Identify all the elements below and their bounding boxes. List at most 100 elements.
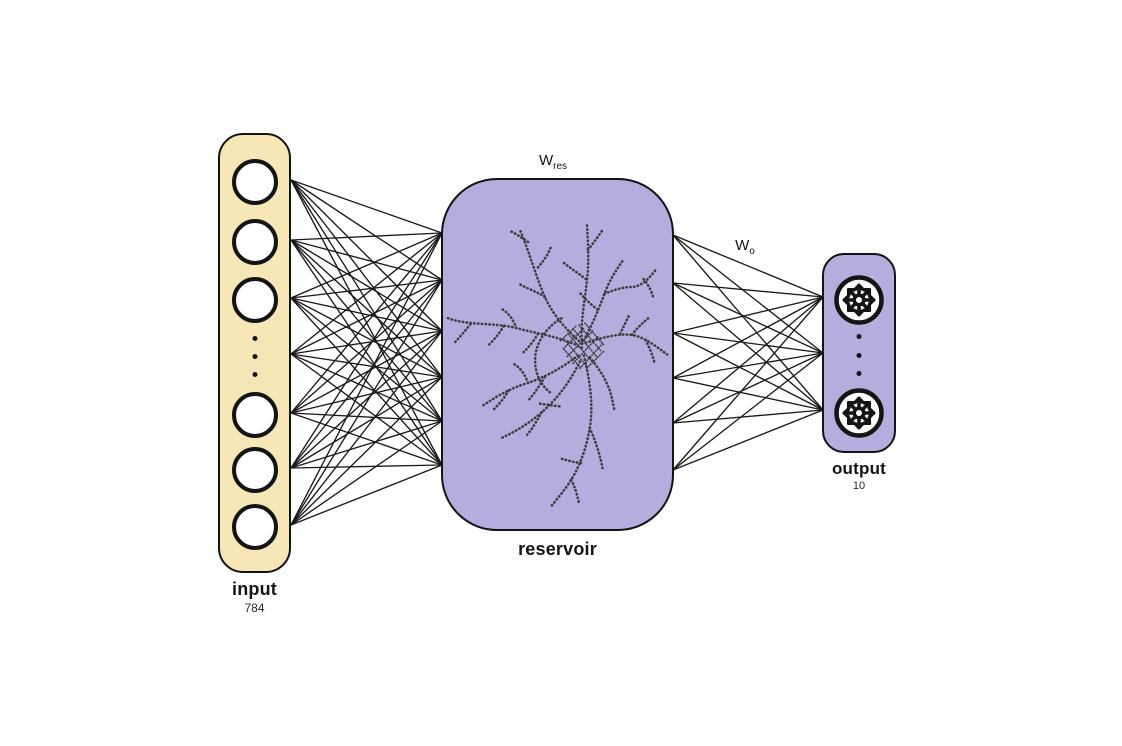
- input-to-reservoir-connection: [290, 279, 443, 355]
- input-to-reservoir-connection: [290, 330, 443, 469]
- reservoir-to-output-connection: [672, 234, 824, 354]
- dendrite-branch: [536, 402, 561, 408]
- soma-hatch-line: [572, 328, 598, 358]
- output-layer-label: output: [831, 459, 887, 478]
- neuron-illustration: [444, 221, 669, 509]
- input-to-reservoir-connection: [290, 353, 443, 466]
- dendrite-branch: [527, 375, 547, 401]
- dendrite-branch: [618, 312, 632, 336]
- reservoir-to-output-connection: [672, 352, 824, 424]
- input-to-reservoir-connection: [290, 297, 443, 422]
- input-layer-count: 784: [244, 601, 265, 615]
- soma-hatch-line: [565, 340, 588, 368]
- input-to-reservoir-connection: [290, 297, 443, 466]
- dendrite-branch: [588, 426, 604, 470]
- input-to-reservoir-connection: [290, 279, 443, 299]
- soma-hatch-line: [559, 324, 578, 342]
- dendrite-branch: [586, 228, 604, 252]
- input-to-reservoir-connection: [290, 464, 443, 469]
- dendrite-branch: [452, 322, 472, 345]
- dendrite-branch: [577, 290, 599, 311]
- input-to-reservoir-connection: [290, 239, 443, 466]
- reservoir-to-output-connection: [672, 332, 824, 411]
- input-node: [231, 277, 278, 323]
- output-ellipsis-dot: [856, 352, 862, 358]
- input-to-reservoir-connection: [290, 420, 443, 526]
- input-ellipsis-dot: [252, 353, 257, 359]
- output-ellipsis-dot: [856, 333, 862, 339]
- input-node: [231, 159, 278, 205]
- dendrite-branch: [536, 243, 553, 269]
- output-layer-count: 10: [852, 480, 866, 492]
- dendrite-branch: [533, 317, 563, 395]
- dendrite-branch: [525, 410, 544, 437]
- dendrite-branch: [588, 356, 616, 411]
- w-res-base: W: [538, 152, 554, 169]
- dendrite-branch: [507, 228, 530, 244]
- input-to-reservoir-connection: [290, 179, 443, 422]
- w-res-weight-label: Wres: [508, 152, 598, 172]
- soma-hatch-line: [566, 330, 594, 358]
- dendrite-branch: [518, 226, 584, 345]
- reservoir-to-output-connection: [672, 296, 824, 424]
- reservoir-box: [441, 178, 674, 531]
- dendrite-branch: [498, 360, 582, 440]
- dendrite-branch: [485, 324, 505, 348]
- reservoir-to-output-connection: [672, 332, 824, 354]
- input-layer-label: input: [232, 579, 277, 599]
- soma-hatch-line: [572, 335, 600, 365]
- reservoir-to-output-connection: [672, 234, 824, 411]
- input-to-reservoir-connection: [290, 412, 443, 466]
- reservoir-to-output-connection: [672, 352, 824, 379]
- reservoir-to-output-connection: [672, 296, 824, 334]
- dendrite-branch: [490, 389, 510, 413]
- soma-hatch-line: [562, 326, 586, 350]
- reservoir-to-output-connection: [672, 282, 824, 298]
- input-to-reservoir-connection: [290, 232, 443, 526]
- w-o-base: W: [735, 237, 750, 254]
- input-to-reservoir-connection: [290, 179, 443, 234]
- input-to-reservoir-connection: [290, 232, 443, 241]
- input-to-reservoir-connection: [290, 376, 443, 526]
- reservoir-to-output-connection: [672, 409, 824, 424]
- output-node: [832, 386, 886, 445]
- spiking-neuron-snowflake-icon: [834, 388, 884, 438]
- input-to-reservoir-connection: [290, 239, 443, 332]
- dendrite-branch: [520, 332, 540, 356]
- dendrite-branch: [569, 478, 581, 505]
- input-to-reservoir-connection: [290, 376, 443, 414]
- input-node: [231, 447, 278, 493]
- input-to-reservoir-connection: [290, 279, 443, 469]
- input-to-reservoir-connection: [290, 330, 443, 355]
- dendrite-branch: [501, 308, 518, 330]
- input-ellipsis-dot: [252, 371, 257, 377]
- dendrite-branch: [558, 456, 583, 465]
- dendrite-branch: [580, 221, 590, 345]
- input-to-reservoir-connection: [290, 330, 443, 414]
- output-node: [832, 273, 886, 332]
- reservoir-to-output-connection: [672, 409, 824, 471]
- spiking-neuron-snowflake-icon: [834, 275, 884, 325]
- w-res-sub: res: [553, 161, 568, 172]
- input-layer-box: [218, 133, 291, 573]
- dendrite-branch: [642, 277, 655, 300]
- dendrite-branch: [561, 260, 588, 281]
- input-to-reservoir-connection: [290, 412, 443, 422]
- reservoir-to-output-connection: [672, 282, 824, 411]
- dendrite-branch: [481, 354, 580, 407]
- soma-hatch-line: [567, 333, 593, 363]
- reservoir-to-output-connection: [672, 352, 824, 471]
- input-to-reservoir-connection: [290, 232, 443, 414]
- reservoir-to-output-connection: [672, 296, 824, 471]
- dendrite-branch: [644, 338, 656, 364]
- soma-hatch-line: [563, 348, 582, 369]
- input-to-reservoir-connection: [290, 179, 443, 332]
- input-node: [231, 392, 278, 438]
- input-node: [231, 219, 278, 265]
- reservoir-label: reservoir: [518, 539, 597, 559]
- reservoir-to-output-connection: [672, 234, 824, 298]
- output-ellipsis-dot: [856, 370, 862, 376]
- input-to-reservoir-connection: [290, 376, 443, 469]
